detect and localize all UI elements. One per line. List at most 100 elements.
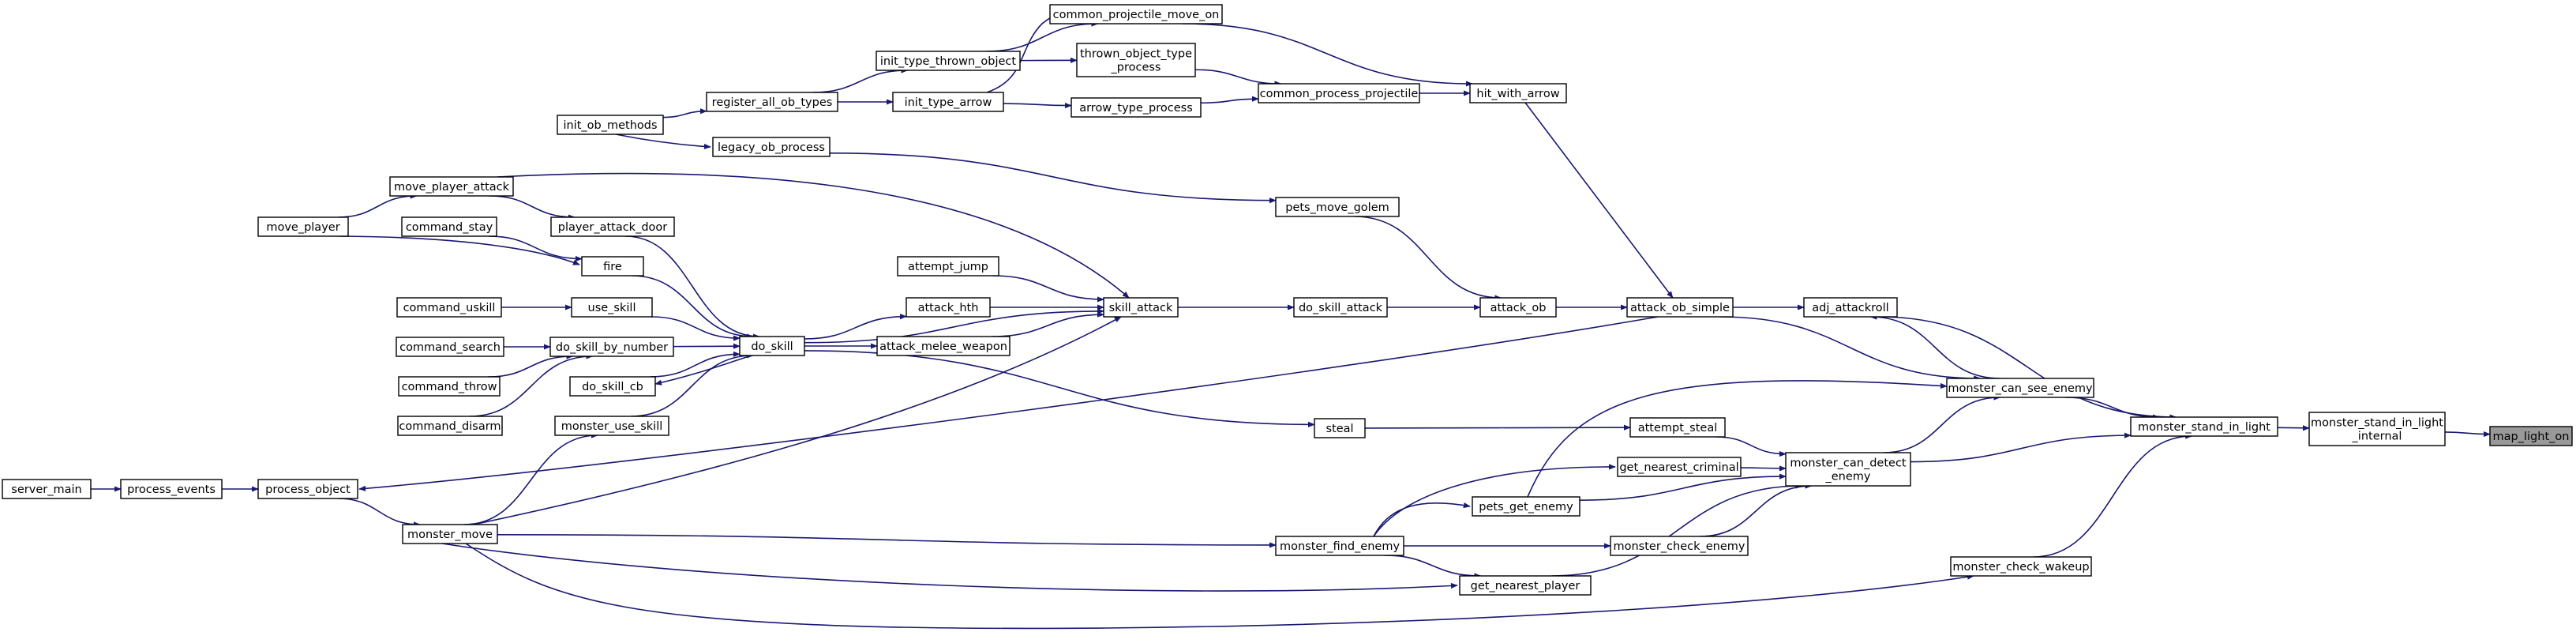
node-fire[interactable]: fire [581,256,644,276]
node-box-common_projectile_move_on[interactable] [1049,4,1223,24]
node-box-attempt_jump[interactable] [897,256,999,276]
node-box-legacy_ob_process[interactable] [712,137,831,157]
node-box-move_player_attack[interactable] [389,176,514,197]
node-box-get_nearest_criminal[interactable] [1617,457,1742,477]
node-init_type_thrown_object[interactable]: init_type_thrown_object [876,51,1021,71]
node-player_attack_door[interactable]: player_attack_door [550,216,675,237]
node-command_uskill[interactable]: command_uskill [396,297,502,318]
node-box-monster_can_detect_enemy[interactable] [1785,452,1911,487]
node-do_skill_by_number[interactable]: do_skill_by_number [549,337,674,357]
node-monster_check_wakeup[interactable]: monster_check_wakeup [1950,556,2092,577]
node-do_skill_cb[interactable]: do_skill_cb [569,376,656,397]
node-box-attempt_steal[interactable] [1629,417,1726,438]
node-box-skill_attack[interactable] [1103,297,1179,318]
node-box-register_all_ob_types[interactable] [706,92,838,112]
node-box-monster_check_wakeup[interactable] [1950,556,2092,577]
node-attack_ob[interactable]: attack_ob [1479,297,1557,318]
node-box-map_light_on[interactable] [2489,426,2573,446]
node-monster_stand_in_light[interactable]: monster_stand_in_light [2130,416,2278,437]
node-attack_hth[interactable]: attack_hth [906,297,991,318]
node-box-process_events[interactable] [120,479,223,499]
node-register_all_ob_types[interactable]: register_all_ob_types [706,92,838,112]
node-common_process_projectile[interactable]: common_process_projectile [1258,83,1420,103]
node-box-command_uskill[interactable] [396,297,502,318]
node-adj_attackroll[interactable]: adj_attackroll [1803,297,1898,318]
node-box-server_main[interactable] [2,479,92,499]
node-box-attack_hth[interactable] [906,297,991,318]
node-common_projectile_move_on[interactable]: common_projectile_move_on [1049,4,1223,24]
node-box-monster_stand_in_light[interactable] [2130,416,2278,437]
node-box-do_skill[interactable] [739,336,805,356]
node-box-fire[interactable] [581,256,644,276]
node-box-use_skill[interactable] [571,297,653,318]
node-do_skill[interactable]: do_skill [739,336,805,356]
node-use_skill[interactable]: use_skill [571,297,653,318]
node-skill_attack[interactable]: skill_attack [1103,297,1179,318]
node-box-thrown_object_type_process[interactable] [1076,43,1196,77]
node-steal[interactable]: steal [1314,418,1366,438]
node-attack_ob_simple[interactable]: attack_ob_simple [1626,297,1734,318]
node-box-attack_ob_simple[interactable] [1626,297,1734,318]
node-process_events[interactable]: process_events [120,479,223,499]
node-process_object[interactable]: process_object [257,479,358,499]
node-attempt_jump[interactable]: attempt_jump [897,256,999,276]
node-box-player_attack_door[interactable] [550,216,675,237]
node-get_nearest_criminal[interactable]: get_nearest_criminal [1617,457,1742,477]
node-thrown_object_type_process[interactable]: thrown_object_type_process [1076,43,1196,77]
node-get_nearest_player[interactable]: get_nearest_player [1459,575,1592,596]
node-box-monster_check_enemy[interactable] [1610,536,1749,556]
node-hit_with_arrow[interactable]: hit_with_arrow [1469,83,1567,103]
node-attack_melee_weapon[interactable]: attack_melee_weapon [876,336,1011,356]
node-box-init_ob_methods[interactable] [557,115,664,135]
node-attempt_steal[interactable]: attempt_steal [1629,417,1726,438]
node-command_search[interactable]: command_search [396,337,504,357]
node-box-init_type_thrown_object[interactable] [876,51,1021,71]
node-box-monster_can_see_enemy[interactable] [1946,378,2094,398]
node-box-do_skill_cb[interactable] [569,376,656,397]
node-move_player_attack[interactable]: move_player_attack [389,176,514,197]
node-box-do_skill_by_number[interactable] [549,337,674,357]
node-map_light_on[interactable]: map_light_on [2489,426,2573,446]
node-box-adj_attackroll[interactable] [1803,297,1898,318]
node-command_throw[interactable]: command_throw [398,376,501,397]
node-monster_find_enemy[interactable]: monster_find_enemy [1275,536,1404,556]
node-monster_can_see_enemy[interactable]: monster_can_see_enemy [1946,378,2094,398]
node-pets_move_golem[interactable]: pets_move_golem [1275,197,1400,217]
node-box-command_throw[interactable] [398,376,501,397]
node-monster_check_enemy[interactable]: monster_check_enemy [1610,536,1749,556]
node-box-monster_use_skill[interactable] [554,416,669,436]
node-box-common_process_projectile[interactable] [1258,83,1420,103]
node-do_skill_attack[interactable]: do_skill_attack [1293,297,1388,318]
node-box-move_player[interactable] [257,216,349,237]
node-box-command_search[interactable] [396,337,504,357]
node-box-hit_with_arrow[interactable] [1469,83,1567,103]
node-monster_stand_in_light_internal[interactable]: monster_stand_in_light_internal [2308,412,2446,446]
node-box-process_object[interactable] [257,479,358,499]
node-command_stay[interactable]: command_stay [401,216,497,237]
node-init_ob_methods[interactable]: init_ob_methods [557,115,664,135]
node-move_player[interactable]: move_player [257,216,349,237]
node-box-init_type_arrow[interactable] [892,92,1004,112]
node-monster_can_detect_enemy[interactable]: monster_can_detect_enemy [1785,452,1911,487]
node-box-command_disarm[interactable] [397,416,503,436]
node-box-monster_move[interactable] [402,524,498,544]
node-arrow_type_process[interactable]: arrow_type_process [1071,97,1202,118]
node-monster_use_skill[interactable]: monster_use_skill [554,416,669,436]
node-monster_move[interactable]: monster_move [402,524,498,544]
node-box-pets_get_enemy[interactable] [1472,496,1580,517]
node-box-attack_melee_weapon[interactable] [876,336,1011,356]
node-box-monster_find_enemy[interactable] [1275,536,1404,556]
node-box-monster_stand_in_light_internal[interactable] [2308,412,2446,446]
node-pets_get_enemy[interactable]: pets_get_enemy [1472,496,1580,517]
node-init_type_arrow[interactable]: init_type_arrow [892,92,1004,112]
node-box-arrow_type_process[interactable] [1071,97,1202,118]
node-box-get_nearest_player[interactable] [1459,575,1592,596]
node-box-command_stay[interactable] [401,216,497,237]
node-box-pets_move_golem[interactable] [1275,197,1400,217]
node-box-steal[interactable] [1314,418,1366,438]
node-box-do_skill_attack[interactable] [1293,297,1388,318]
node-server_main[interactable]: server_main [2,479,92,499]
node-box-attack_ob[interactable] [1479,297,1557,318]
node-legacy_ob_process[interactable]: legacy_ob_process [712,137,831,157]
node-command_disarm[interactable]: command_disarm [397,416,503,436]
